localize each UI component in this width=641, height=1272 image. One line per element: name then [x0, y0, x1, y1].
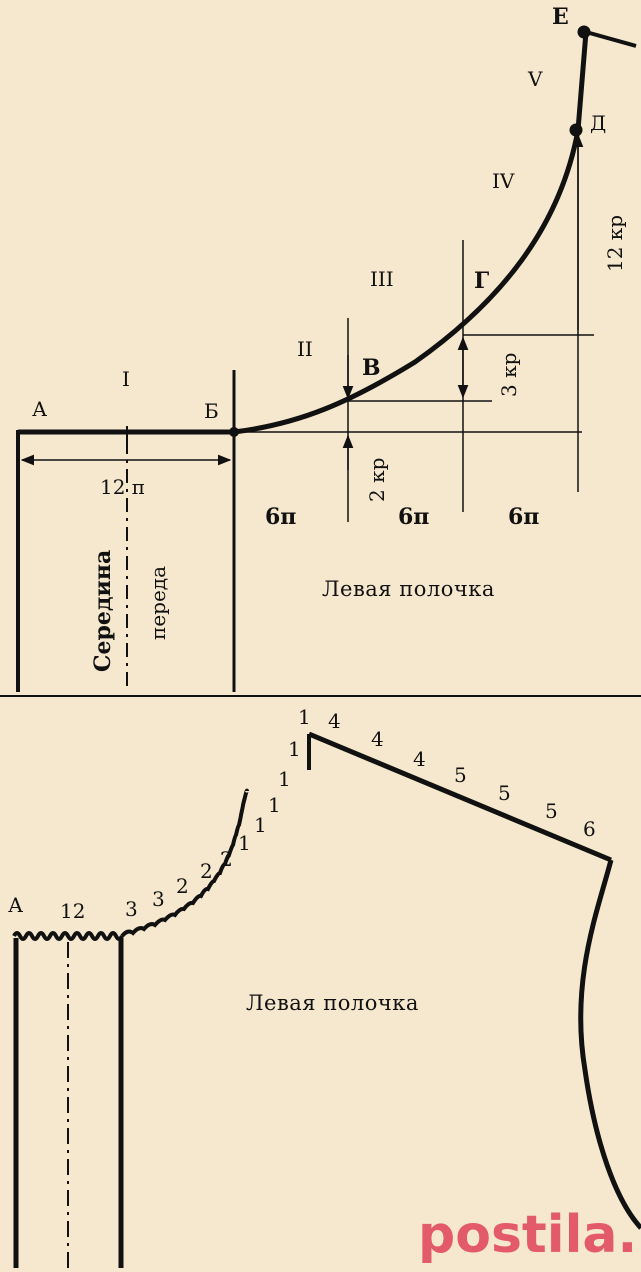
segment-label-1: 6п	[265, 504, 296, 530]
neckline-curve	[233, 129, 581, 435]
stitch-count-2b: 2	[200, 859, 213, 883]
stitch-count-1a: 1	[238, 831, 251, 855]
label-point-b: Б	[204, 399, 219, 423]
point-d-dot	[569, 123, 583, 137]
stitch-count-1d: 1	[278, 767, 291, 791]
stitch-count-3b: 3	[152, 887, 165, 911]
watermark-text: postila.ru	[418, 1205, 641, 1265]
stitch-count-5c: 5	[545, 799, 558, 823]
segment-label-2: 6п	[398, 504, 429, 530]
label-point-v: В	[362, 355, 381, 381]
stitch-count-4b: 4	[371, 727, 384, 751]
rise-label-v: 2 кр	[365, 458, 389, 502]
stitch-count-1c: 1	[268, 793, 281, 817]
point-b-dot	[229, 427, 239, 437]
stitch-count-6: 6	[583, 817, 596, 841]
stitch-count-4a: 4	[328, 709, 341, 733]
segment-label-3: 6п	[508, 504, 539, 530]
armhole-curve	[578, 859, 641, 1230]
bottom-pattern-diagram	[12, 731, 641, 1268]
label-point-d: Д	[590, 111, 606, 135]
stitch-count-1b: 1	[254, 813, 267, 837]
stitch-count-4c: 4	[413, 747, 426, 771]
section-label-3: III	[370, 267, 394, 291]
label-point-a: А	[32, 397, 47, 421]
stitch-count-2c: 2	[220, 847, 233, 871]
stitch-count-12: 12	[60, 899, 85, 923]
label-point-g: Г	[474, 268, 489, 294]
shoulder-line	[575, 31, 589, 131]
width-label: 12 п	[100, 475, 145, 499]
stitch-count-5a: 5	[454, 763, 467, 787]
rise-label-g: 3 кр	[497, 353, 521, 397]
wavy-front-band	[12, 931, 124, 941]
rise-label-d: 12 кр	[603, 215, 627, 272]
watermark: postila.ru	[418, 1205, 641, 1265]
bottom-caption: Левая полочка	[246, 991, 419, 1015]
section-label-2: II	[297, 337, 313, 361]
center-label-seredina: Середина	[90, 550, 116, 672]
bottom-shoulder-line	[308, 731, 612, 863]
center-label-pereda: переда	[146, 566, 170, 640]
bottom-label-point-a: А	[8, 893, 23, 917]
top-caption: Левая полочка	[322, 577, 495, 601]
top-pattern-diagram	[16, 25, 637, 692]
stitch-count-1e: 1	[288, 737, 301, 761]
stitch-count-1f: 1	[298, 705, 311, 729]
wavy-neckline-curve	[120, 788, 249, 938]
label-point-e: Е	[552, 4, 569, 30]
point-e-dot	[577, 25, 591, 39]
stitch-count-2a: 2	[176, 874, 189, 898]
stitch-count-3a: 3	[125, 897, 138, 921]
section-label-4: IV	[492, 169, 515, 193]
shoulder-slope	[585, 30, 637, 48]
stitch-count-5b: 5	[498, 781, 511, 805]
section-label-1: I	[122, 367, 130, 391]
section-label-5: V	[527, 67, 543, 91]
